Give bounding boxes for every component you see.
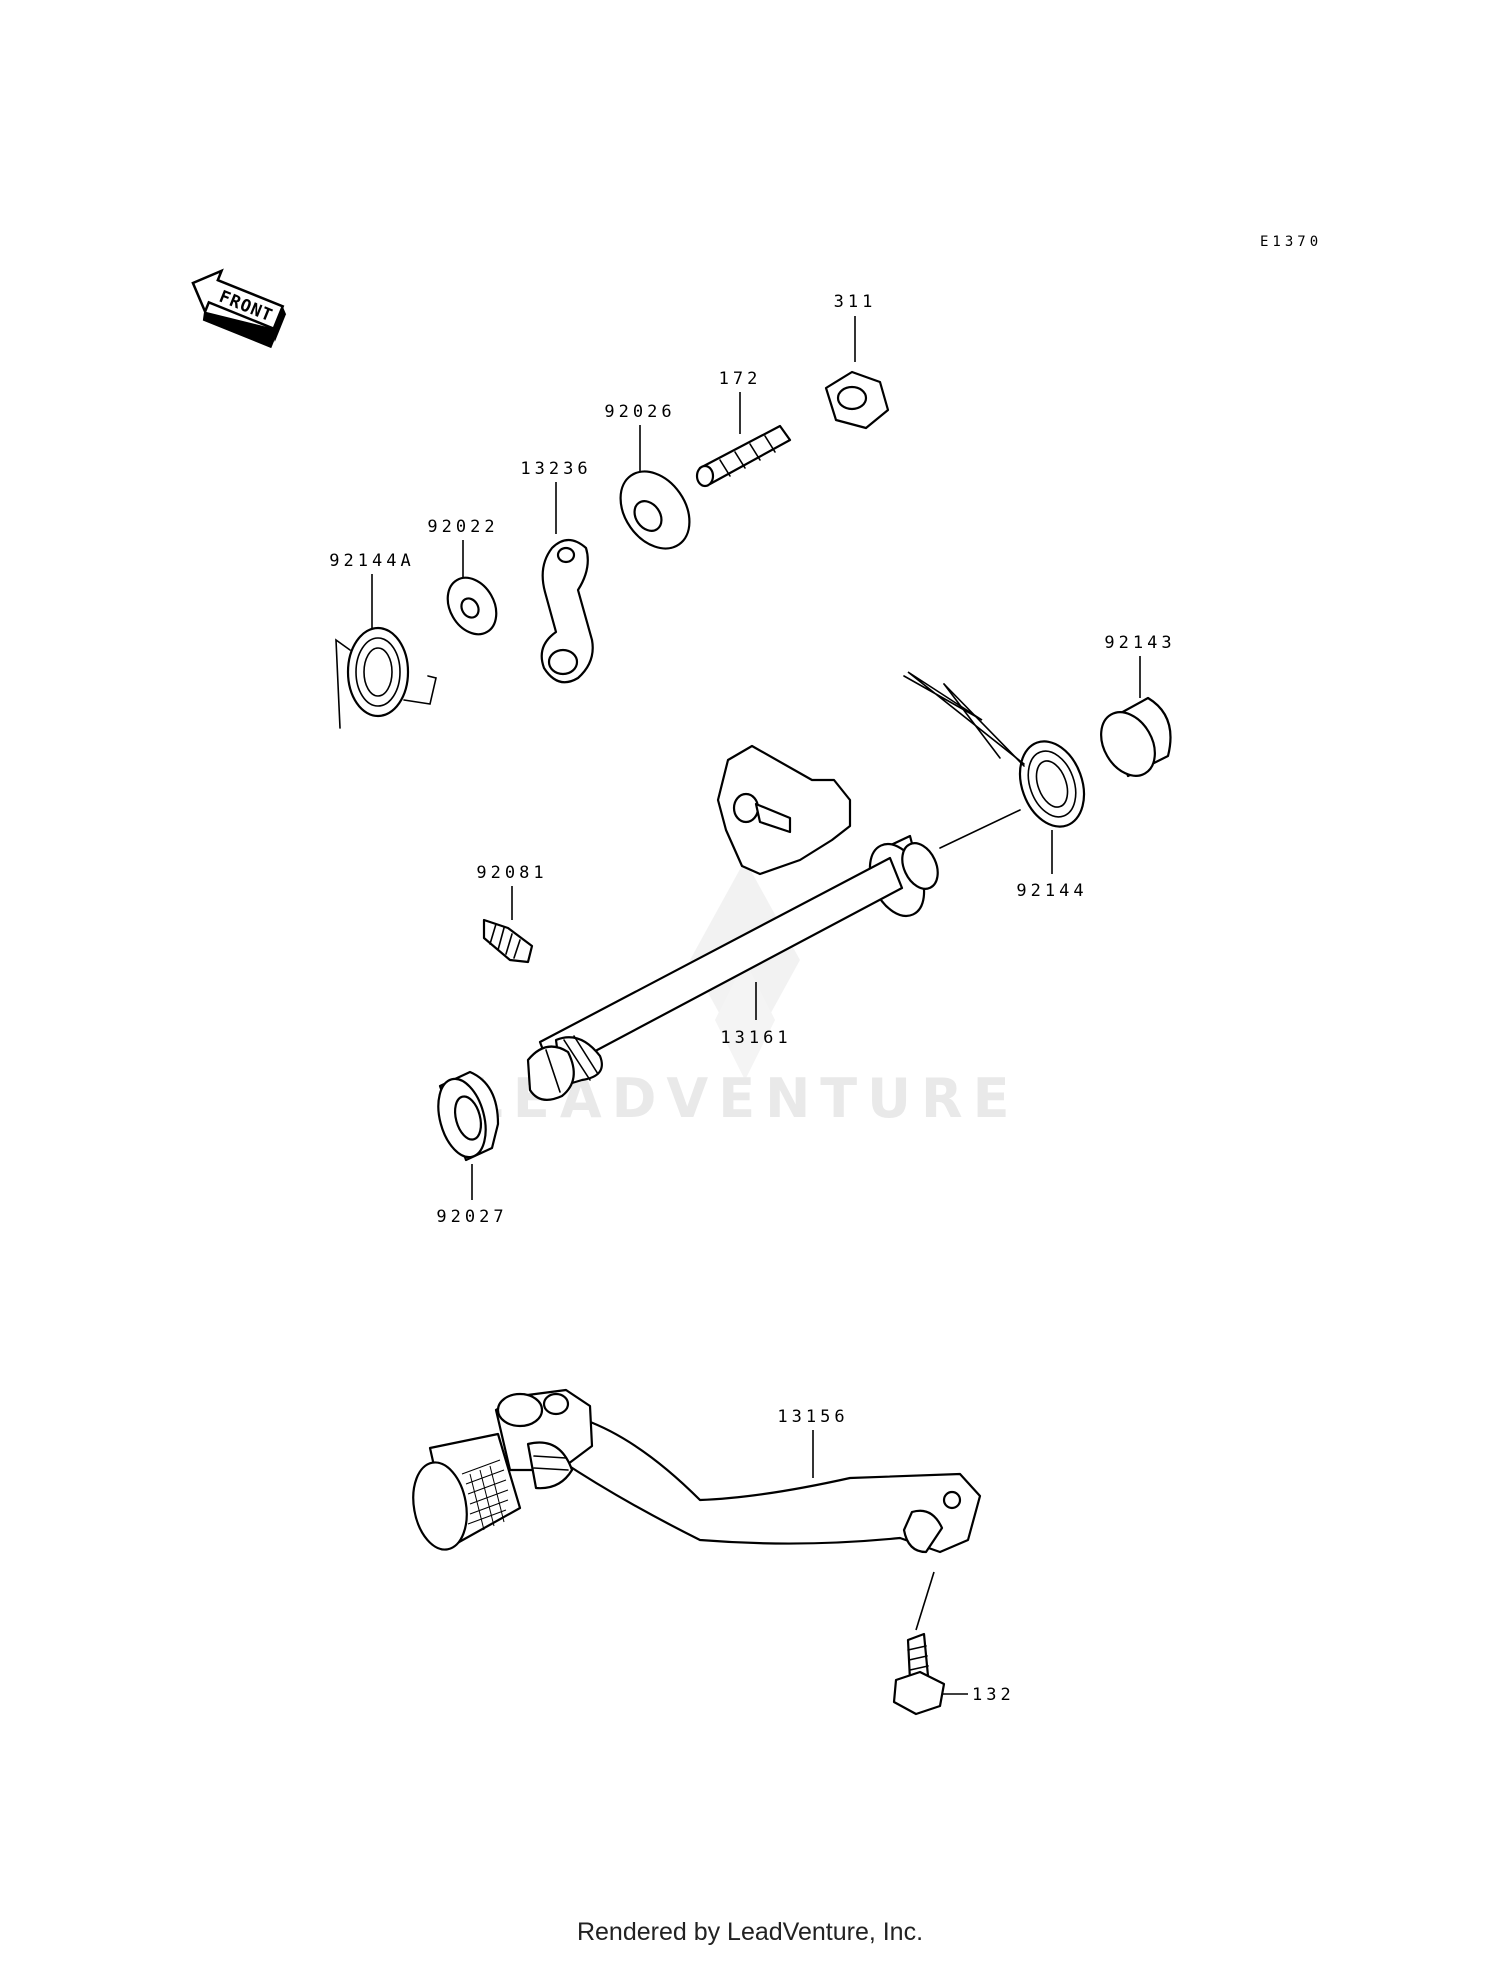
- part-132-bolt: 132: [892, 1571, 1015, 1716]
- diagram-code: E1370: [1260, 234, 1322, 250]
- label-92144A: 92144A: [329, 551, 414, 571]
- shaft-axis-line: [939, 809, 1021, 849]
- part-311-nut: 311: [824, 292, 890, 430]
- label-92081: 92081: [476, 863, 547, 883]
- watermark: LEADVENTURE: [469, 860, 1009, 1130]
- part-92144A-spring: 92144A: [329, 551, 437, 729]
- part-13236-link-arm: 13236: [520, 459, 594, 684]
- part-92026-collar: 92026: [604, 402, 691, 550]
- front-arrow-icon: FRONT: [191, 268, 287, 349]
- label-92144: 92144: [1016, 881, 1087, 901]
- label-311: 311: [834, 292, 877, 312]
- label-92143: 92143: [1104, 633, 1175, 653]
- label-13236: 13236: [520, 459, 591, 479]
- label-92022: 92022: [427, 517, 498, 537]
- part-13161-shift-shaft: 13161: [526, 744, 939, 1101]
- label-172: 172: [719, 369, 762, 389]
- part-92143-collar: 92143: [1100, 633, 1175, 778]
- label-13161: 13161: [720, 1028, 791, 1048]
- part-92022-washer: 92022: [427, 517, 498, 636]
- label-92027: 92027: [436, 1207, 507, 1227]
- label-132: 132: [972, 1685, 1015, 1705]
- footer-credit: Rendered by LeadVenture, Inc.: [576, 1918, 924, 1946]
- part-172-stud: 172: [695, 369, 792, 488]
- part-13156-shift-pedal: 13156: [412, 1388, 982, 1554]
- label-13156: 13156: [777, 1407, 848, 1427]
- part-92027-seal: 92027: [436, 1070, 507, 1227]
- label-92026: 92026: [604, 402, 675, 422]
- part-92081-spring: 92081: [476, 863, 547, 964]
- part-92144-spring: 92144: [903, 671, 1087, 901]
